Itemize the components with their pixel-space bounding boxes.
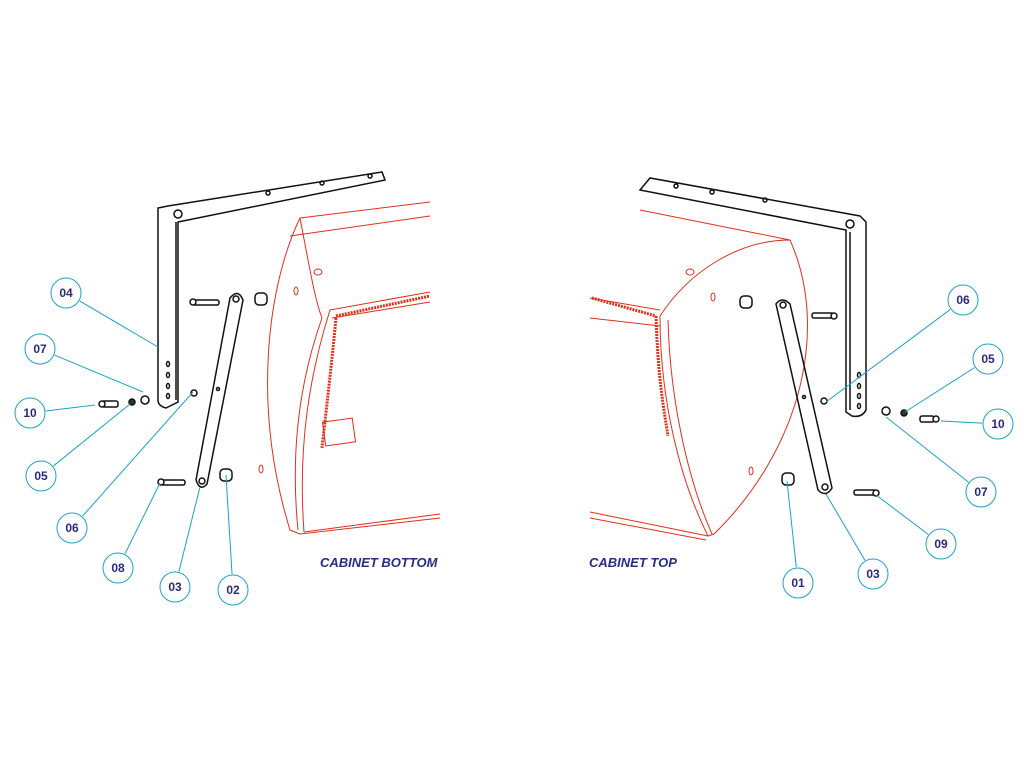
leader-line xyxy=(79,300,159,348)
callout-10: 10 xyxy=(14,397,96,429)
callout-label: 08 xyxy=(111,561,125,575)
callout-circle xyxy=(972,343,1004,375)
callout-label: 03 xyxy=(168,580,182,594)
callout-label: 09 xyxy=(934,537,948,551)
callout-09: 09 xyxy=(875,494,957,560)
callout-circle xyxy=(925,528,957,560)
caption-cabinet-top: CABINET TOP xyxy=(589,555,677,570)
callout-circle xyxy=(159,571,191,603)
callout-circle xyxy=(14,397,46,429)
callout-06: 06 xyxy=(825,284,979,403)
callout-circle xyxy=(56,512,88,544)
cabinet-bottom-view: CABINET BOTTOM xyxy=(98,171,441,570)
leader-line xyxy=(825,309,951,403)
callout-03: 03 xyxy=(159,486,201,603)
callout-circle xyxy=(982,408,1014,440)
callout-circle xyxy=(217,574,249,606)
callout-08: 08 xyxy=(102,482,161,584)
callout-circle xyxy=(24,333,56,365)
callout-label: 01 xyxy=(791,576,805,590)
callout-label: 03 xyxy=(866,567,880,581)
callout-10: 10 xyxy=(940,408,1014,440)
cabinet-outline xyxy=(589,209,808,541)
callout-circle xyxy=(102,552,134,584)
link-arm xyxy=(775,299,833,495)
callout-label: 05 xyxy=(34,469,48,483)
leader-line xyxy=(875,494,929,535)
callout-06: 06 xyxy=(56,391,194,544)
callout-01: 01 xyxy=(782,480,814,599)
callout-05: 05 xyxy=(904,343,1004,413)
leader-line xyxy=(54,354,144,393)
leader-line xyxy=(885,416,969,483)
leader-line xyxy=(904,367,975,413)
callout-circle xyxy=(782,567,814,599)
link-arm xyxy=(195,292,244,488)
callout-circle xyxy=(965,476,997,508)
callout-circle xyxy=(947,284,979,316)
mounting-bracket xyxy=(157,171,387,409)
leader-line xyxy=(82,391,194,517)
callout-label: 04 xyxy=(59,286,73,300)
leader-line xyxy=(178,486,201,572)
leader-line xyxy=(786,480,797,568)
callout-07: 07 xyxy=(885,416,997,508)
callout-circle xyxy=(50,277,82,309)
callout-label: 07 xyxy=(974,485,988,499)
cabinet-top-view: CABINET TOP xyxy=(589,177,940,570)
callout-07: 07 xyxy=(24,333,144,393)
callout-03: 03 xyxy=(825,493,889,590)
hardware-parts xyxy=(98,292,268,486)
callout-label: 02 xyxy=(226,583,240,597)
cabinet-outline xyxy=(258,201,441,535)
callout-label: 10 xyxy=(23,406,37,420)
callout-05: 05 xyxy=(25,403,131,492)
callout-label: 07 xyxy=(33,342,47,356)
callout-02: 02 xyxy=(217,474,249,606)
callout-label: 05 xyxy=(981,352,995,366)
callout-circle xyxy=(25,460,57,492)
callout-04: 04 xyxy=(50,277,159,348)
leader-line xyxy=(53,403,131,467)
callout-group: 04 07 10 05 06 08 03 02 06 05 10 07 09 03 01 xyxy=(14,277,1014,606)
leader-line xyxy=(825,493,866,561)
leader-line xyxy=(940,420,983,424)
callout-circle xyxy=(857,558,889,590)
leader-line xyxy=(225,474,233,575)
callout-label: 10 xyxy=(991,417,1005,431)
leader-line xyxy=(124,482,161,554)
caption-cabinet-bottom: CABINET BOTTOM xyxy=(320,555,439,570)
mounting-bracket xyxy=(638,177,867,418)
leader-line xyxy=(45,404,96,412)
callout-label: 06 xyxy=(956,293,970,307)
callout-label: 06 xyxy=(65,521,79,535)
hardware-parts xyxy=(739,295,940,497)
